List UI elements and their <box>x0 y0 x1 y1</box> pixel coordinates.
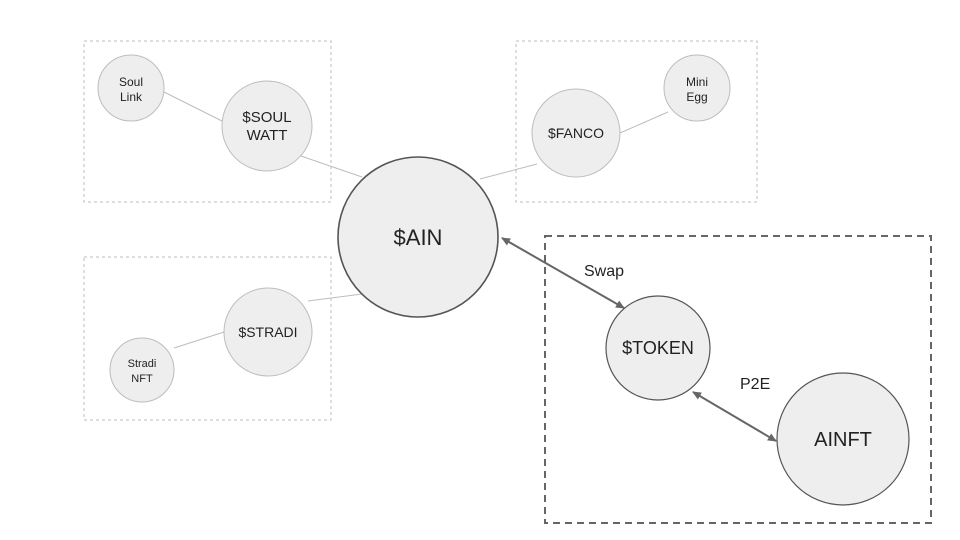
soul-link-node: Soul Link <box>97 54 165 122</box>
edge-ain-stradi <box>307 293 363 302</box>
fanco-group-frame <box>515 40 758 203</box>
soul-watt-node: $SOUL WATT <box>221 80 313 172</box>
token-node: $TOKEN <box>605 295 711 401</box>
mini-egg-node: Mini Egg <box>663 54 731 122</box>
ain-node: $AIN <box>337 156 499 318</box>
soul-watt-line2: WATT <box>247 127 288 144</box>
stradi-label: $STRADI <box>238 324 297 340</box>
mini-egg-line2: Egg <box>686 90 707 104</box>
mini-egg-line1: Mini <box>686 75 708 89</box>
token-label: $TOKEN <box>622 338 694 358</box>
stradi-node: $STRADI <box>223 287 313 377</box>
stradi-nft-node: Stradi NFT <box>109 337 175 403</box>
fanco-node: $FANCO <box>531 88 621 178</box>
soul-link-line1: Soul <box>119 75 143 89</box>
ainft-label: AINFT <box>814 429 872 451</box>
stradi-nft-line2: NFT <box>131 373 153 385</box>
edge-stradi-stradi-nft <box>173 331 225 349</box>
stradi-nft-line1: Stradi <box>128 358 157 370</box>
ain-label: $AIN <box>394 225 443 250</box>
swap-label: Swap <box>584 263 624 280</box>
token-group-frame <box>544 235 932 524</box>
soul-watt-line1: $SOUL <box>242 109 291 126</box>
edge-fanco-mini-egg <box>619 111 669 134</box>
edge-soul-watt-ain <box>297 154 363 178</box>
p2e-arrow <box>692 391 777 442</box>
swap-arrow <box>501 237 625 309</box>
soul-link-line2: Link <box>120 90 143 104</box>
p2e-label: P2E <box>740 376 770 393</box>
edge-soul-link-soul-watt <box>163 91 225 123</box>
edge-ain-fanco <box>479 163 538 180</box>
ainft-node: AINFT <box>776 372 910 506</box>
stradi-group-frame <box>83 256 332 421</box>
fanco-label: $FANCO <box>548 125 604 141</box>
